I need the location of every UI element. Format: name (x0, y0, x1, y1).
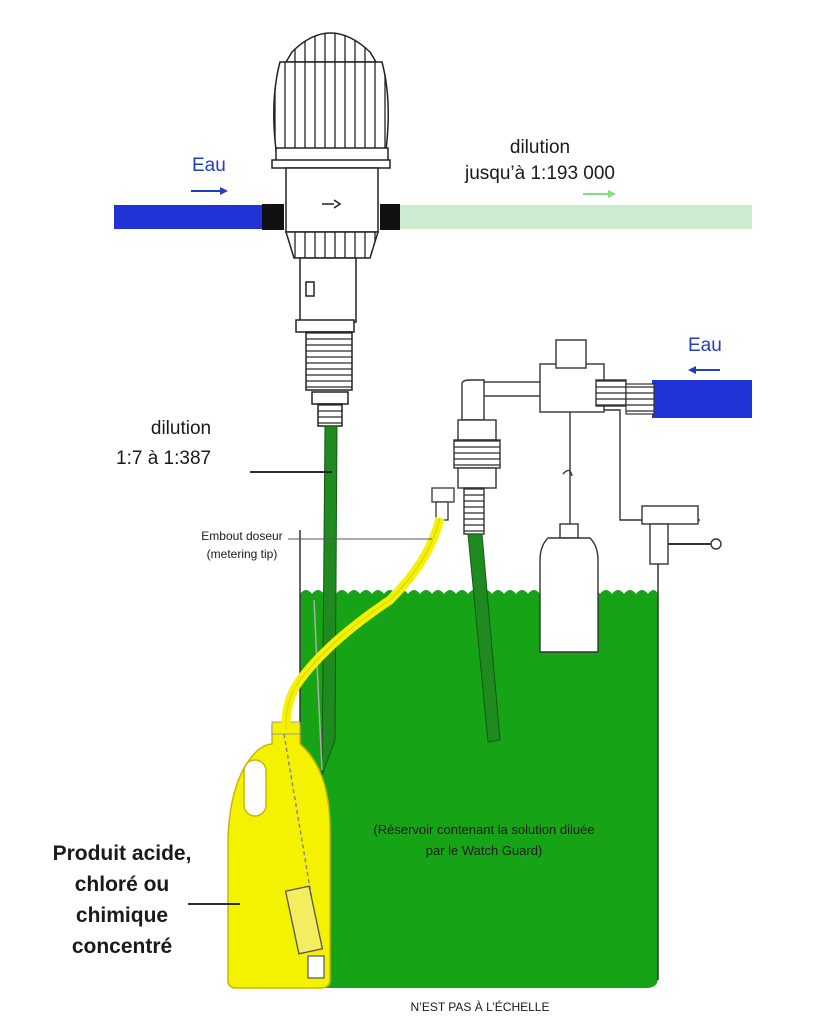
dilution-range-label-2: 1:7 à 1:387 (116, 448, 212, 469)
inlet-flow-arrow (191, 187, 228, 195)
product-label-1: Produit acide, (52, 842, 192, 865)
reservoir-label-2: par le Watch Guard) (425, 843, 543, 858)
inlet-coupling (262, 204, 284, 230)
jug-dip-tube (283, 733, 313, 901)
float-valve-assembly (453, 339, 722, 653)
jug-filter (284, 885, 324, 955)
eau-inlet-label: Eau (192, 155, 226, 176)
jug-foot-valve (307, 955, 325, 979)
eau-float-label: Eau (688, 335, 722, 356)
metering-tip (431, 487, 455, 521)
product-label-4: concentré (71, 935, 173, 958)
return-hose (467, 533, 501, 743)
diluted-outlet-pipe (398, 205, 752, 229)
product-label-3: chimique (75, 904, 169, 927)
tip-label-1: Embout doseur (201, 529, 283, 543)
float-inlet-pipe (652, 380, 752, 418)
dilution-range-label-1: dilution (150, 418, 212, 439)
reservoir-label-1: (Réservoir contenant la solution diluée (373, 822, 595, 837)
tip-label-2: (metering tip) (206, 547, 278, 561)
suction-hose-tip (313, 599, 323, 771)
float-inlet-coupling (625, 383, 655, 415)
scale-note: N’EST PAS À L’ÉCHELLE (410, 1000, 550, 1014)
water-inlet-pipe (114, 205, 266, 229)
float-inlet-arrow (688, 366, 720, 374)
suction-hose (321, 425, 338, 776)
jug-handle-hole (243, 759, 267, 817)
outlet-coupling (380, 204, 400, 230)
dosing-pump (271, 32, 391, 427)
outlet-flow-arrow (583, 190, 616, 198)
dilution-out-label-1: dilution (509, 137, 571, 158)
product-label-2: chloré ou (74, 873, 170, 896)
dilution-out-label-2: jusqu’à 1:193 000 (464, 163, 615, 184)
